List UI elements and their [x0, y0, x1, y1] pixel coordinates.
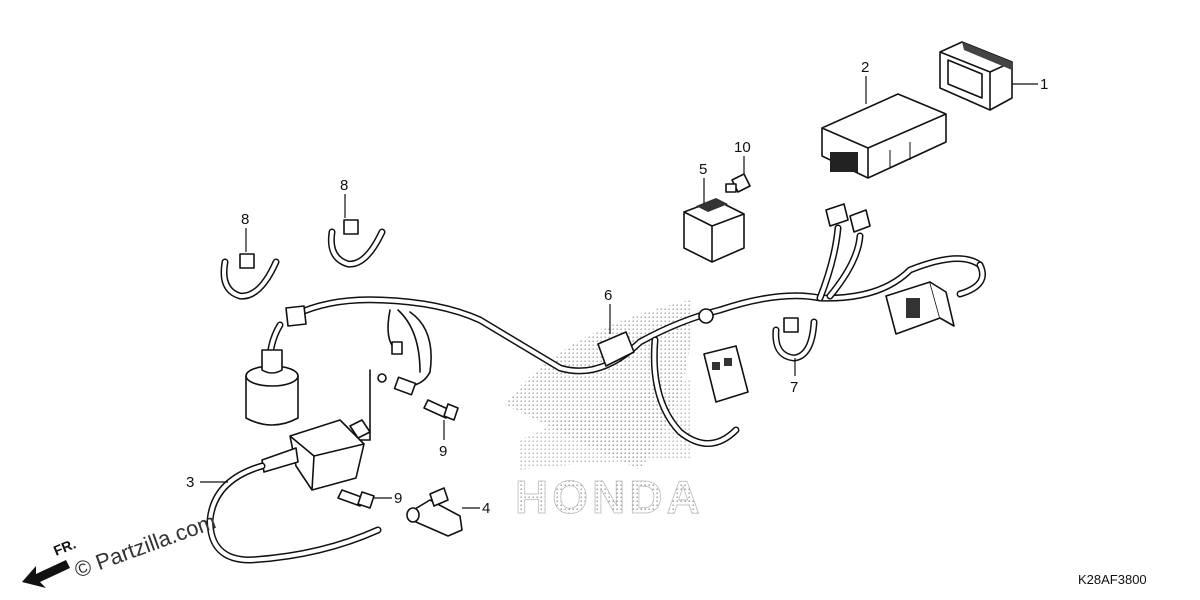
part-4-spark-plug-cap — [406, 487, 463, 537]
callout-8-upper: 8 — [340, 177, 348, 194]
direction-label: FR. — [51, 535, 78, 558]
part-9-bolt-lower — [337, 489, 375, 509]
part-10-bolt — [725, 173, 751, 193]
ground-wire — [359, 369, 371, 441]
part-8-band-clamp-upper — [327, 219, 386, 268]
callout-5: 5 — [699, 161, 707, 178]
callout-2: 2 — [861, 59, 869, 76]
part-7-band-clamp — [772, 317, 818, 362]
honda-wing-watermark: HONDA — [505, 300, 704, 523]
callout-9-lower: 9 — [394, 490, 402, 507]
callout-3: 3 — [186, 474, 194, 491]
callout-10: 10 — [734, 139, 751, 156]
part-5-relay — [683, 198, 745, 263]
part-9-bolt-upper — [423, 399, 459, 421]
front-direction-arrow-icon — [22, 560, 70, 588]
diagram-code: K28AF3800 — [1078, 572, 1147, 587]
callout-7: 7 — [790, 379, 798, 396]
callout-1: 1 — [1040, 76, 1048, 93]
callout-6: 6 — [604, 287, 612, 304]
part-2-control-unit — [821, 93, 947, 179]
honda-brand-watermark: HONDA — [515, 471, 704, 523]
callout-4: 4 — [482, 500, 490, 517]
part-3-ignition-coil — [206, 419, 382, 564]
condenser-component — [245, 349, 299, 426]
partzilla-watermark: © Partzilla.com — [71, 509, 219, 583]
part-1-cover — [939, 41, 1013, 111]
callout-8-left: 8 — [241, 211, 249, 228]
part-6-wire-harness — [266, 203, 986, 447]
part-8-band-clamp-left — [220, 253, 280, 300]
callout-9-upper: 9 — [439, 443, 447, 460]
